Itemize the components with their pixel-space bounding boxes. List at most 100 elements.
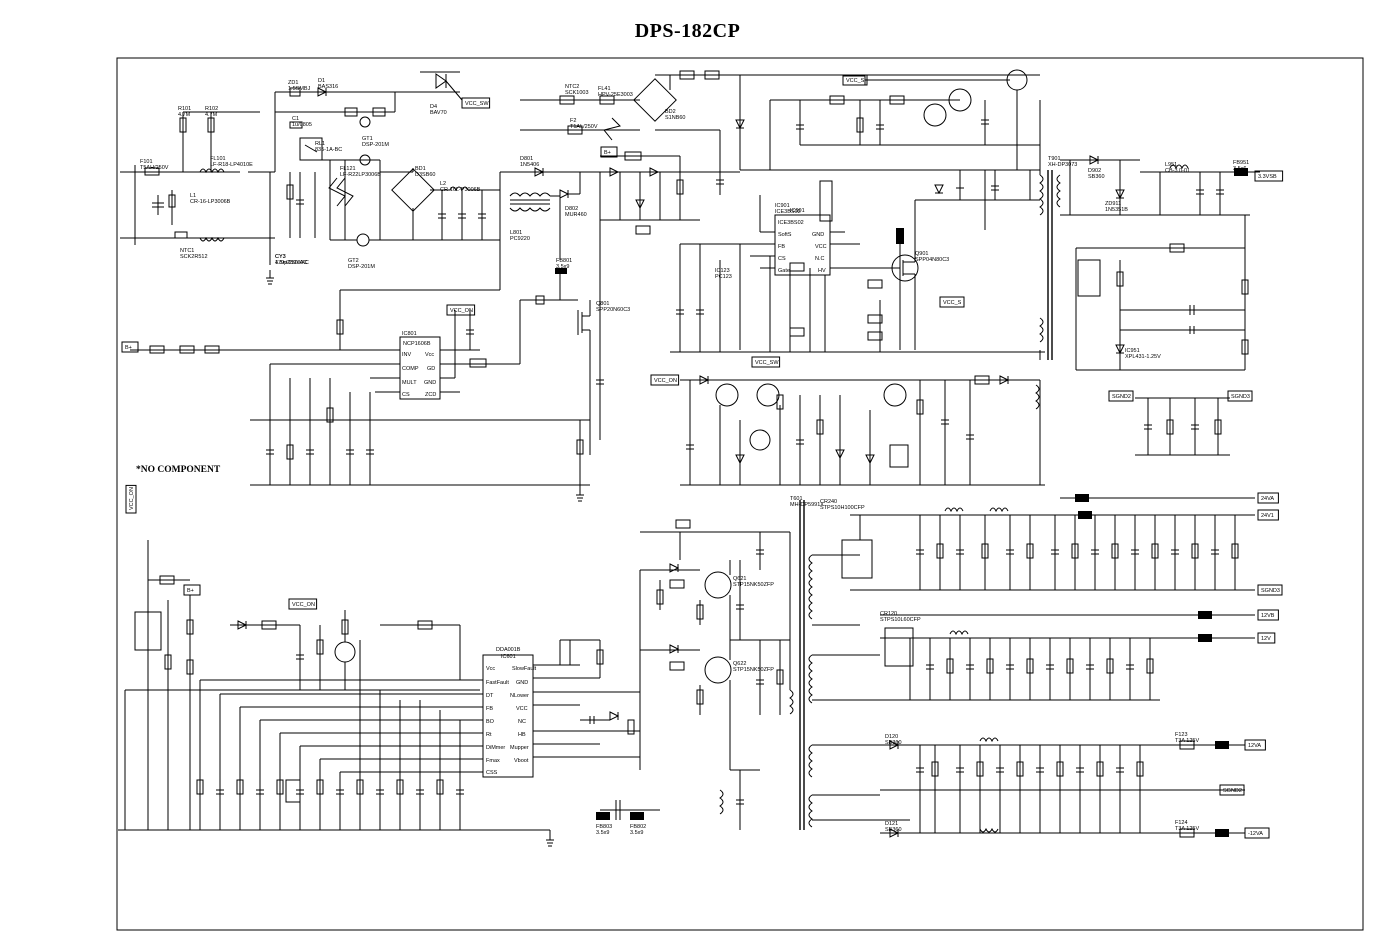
vcc-on-feedback-block — [118, 540, 554, 847]
component-value: DSP-201M — [362, 142, 389, 148]
output-12v — [880, 611, 1255, 701]
component-value: 3.5x9 — [596, 830, 609, 836]
component-value: ICE3BS02 — [775, 209, 801, 215]
svg-text:-12VA: -12VA — [1248, 831, 1263, 837]
component-value: SCK1003 — [565, 90, 589, 96]
component-ref: NTC1 — [180, 248, 194, 254]
component-ref: Q622 — [733, 661, 746, 667]
svg-text:24VA: 24VA — [1261, 496, 1274, 502]
net-tag: 12VB — [1257, 609, 1279, 621]
net-tag: 12V — [1257, 632, 1276, 644]
svg-text:Fmax: Fmax — [486, 758, 500, 764]
svg-text:HV: HV — [818, 268, 826, 274]
net-tag: SGND2 — [1108, 390, 1134, 402]
component-ref: FB802 — [630, 824, 646, 830]
component-ref: FL41 — [598, 86, 611, 92]
llc-resistor-ladder — [196, 610, 464, 830]
ac-input-section — [120, 111, 381, 285]
component-value: CB-3.0-01 — [1165, 168, 1190, 174]
component-value: HPV-25E3003 — [598, 92, 633, 98]
net-tag: VCC_ON — [288, 598, 318, 610]
output-12va — [880, 737, 1245, 838]
net-tag: VCC_SW — [751, 356, 781, 368]
component-value: T5AH/250V — [140, 165, 169, 171]
svg-text:SGND2: SGND2 — [1112, 394, 1131, 400]
component-value: DSP-201M — [348, 264, 375, 270]
svg-text:VCC_SW: VCC_SW — [465, 101, 489, 107]
svg-text:DiMmer: DiMmer — [486, 745, 505, 751]
svg-text:B+: B+ — [187, 588, 194, 594]
svg-text:VCC_S: VCC_S — [846, 78, 865, 84]
component-value: STP15NK50ZFP — [733, 667, 774, 673]
t901-transformer — [1035, 100, 1250, 485]
component-ref: BD1 — [415, 166, 426, 172]
vcc-regulator — [769, 69, 1040, 170]
svg-text:NLower: NLower — [510, 693, 529, 699]
svg-text:BO: BO — [486, 719, 495, 725]
component-ref: D120 — [885, 734, 898, 740]
component-ref: GT2 — [348, 258, 359, 264]
net-tag: B+ — [121, 341, 139, 353]
component-ref: F123 — [1175, 732, 1188, 738]
svg-text:GND: GND — [516, 680, 528, 686]
pfc-section — [380, 167, 604, 455]
component-value: XPL431-1.25V — [1125, 354, 1161, 360]
component-value: S1NB60 — [665, 115, 686, 121]
component-value: 470p/250VAC — [275, 260, 309, 266]
svg-text:CSS: CSS — [486, 770, 498, 776]
svg-text:Mupper: Mupper — [510, 745, 529, 751]
component-value: 4.7M — [205, 112, 218, 118]
component-ref: Q621 — [733, 576, 746, 582]
net-tag: -12VA — [1244, 827, 1270, 839]
component-value: CR-16L-P3006B — [440, 187, 481, 193]
svg-text:HB: HB — [518, 732, 526, 738]
sheet-border — [116, 57, 1364, 931]
component-ref: T901 — [1048, 156, 1061, 162]
svg-text:B+: B+ — [604, 150, 611, 156]
net-tag: VCC_ON — [650, 374, 680, 386]
component-value: SPP04N80C3 — [915, 257, 949, 263]
svg-text:CS: CS — [778, 256, 786, 262]
component-value: STPS10L60CFP — [880, 617, 921, 623]
component-value: SB360 — [885, 740, 902, 746]
net-tag: 24VA — [1257, 492, 1279, 504]
component-ref: C1 — [292, 116, 299, 122]
svg-text:VCC_ON: VCC_ON — [654, 378, 677, 384]
svg-text:INV: INV — [402, 352, 412, 358]
svg-text:FastFault: FastFault — [486, 680, 509, 686]
component-ref: R101 — [178, 106, 191, 112]
schematic-title: DPS-182CP — [634, 20, 741, 42]
net-tag-layer: VCC_SWVCC_SVCC_ONVCC_ONVCC_SVCC_SWVCC_ON… — [121, 74, 1284, 839]
svg-text:Rt: Rt — [486, 732, 492, 738]
output-12v-caps — [926, 638, 1154, 700]
component-ref: CY3 — [275, 254, 286, 260]
component-value: SB360 — [1088, 174, 1105, 180]
component-ref: BD2 — [665, 109, 676, 115]
component-value: 1.5n/250VAC — [275, 260, 307, 266]
component-value: CR-16-LP3006B — [190, 199, 231, 205]
component-value: XH-DP3073 — [1048, 162, 1077, 168]
component-ref: D1 — [318, 78, 325, 84]
component-value: 1N5406 — [520, 162, 539, 168]
svg-text:SGND2: SGND2 — [1223, 788, 1242, 794]
no-component-note: *NO COMPONENT — [136, 465, 221, 475]
svg-text:ICE3BS02: ICE3BS02 — [778, 220, 804, 226]
component-ref: Q901 — [915, 251, 928, 257]
component-value: 3.5x6 — [1233, 166, 1246, 172]
component-ref: T601 — [790, 496, 803, 502]
component-ref: L951 — [1165, 162, 1177, 168]
component-ref: D802 — [565, 206, 578, 212]
component-ref: ZD911 — [1105, 201, 1121, 207]
component-ref: CR120 — [880, 611, 897, 617]
refdes-labels: F101T5AH/250VR1014.7MR1024.7MZD11.5SMBJD… — [140, 78, 1249, 836]
q901-mosfet — [891, 170, 1040, 350]
svg-text:VCC_S: VCC_S — [943, 300, 962, 306]
output-24v-caps — [916, 515, 1239, 590]
component-ref: FB803 — [596, 824, 612, 830]
t601-transformer — [799, 500, 910, 830]
output-24v — [841, 494, 1255, 591]
svg-text:Vcc: Vcc — [486, 666, 495, 672]
component-ref: NTC2 — [565, 84, 579, 90]
component-ref: L2 — [440, 181, 446, 187]
